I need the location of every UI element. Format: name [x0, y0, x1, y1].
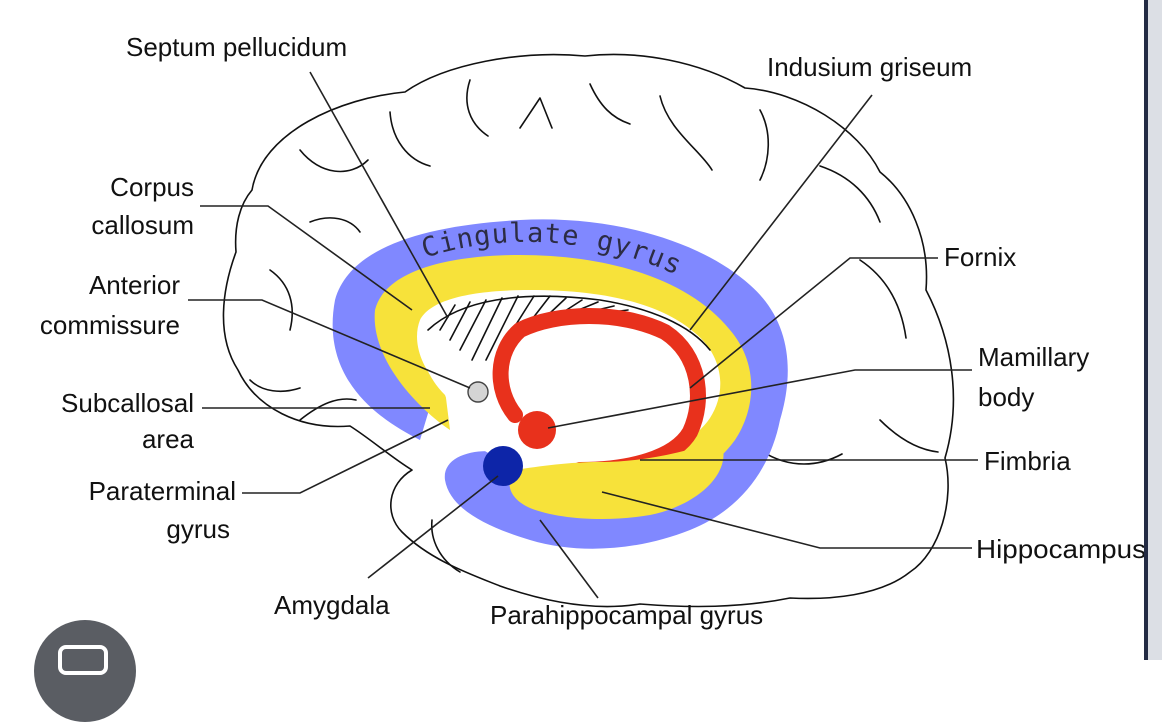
label-indusium-griseum: Indusium griseum	[767, 52, 972, 82]
label-subcallosal-area-line2: area	[142, 424, 195, 454]
leader-line	[689, 94, 873, 331]
leader-line	[539, 519, 599, 599]
sulcus-line	[389, 111, 431, 167]
label-mamillary-body-line2: body	[978, 382, 1034, 412]
label-subcallosal-area-line1: Subcallosal	[61, 388, 194, 418]
sulcus-line	[819, 165, 881, 223]
sulcus-line	[466, 79, 489, 137]
label-hippocampus: Hippocampus	[976, 534, 1146, 564]
leader-line	[242, 419, 449, 494]
sulcus-line	[299, 398, 357, 421]
leader-line	[601, 491, 972, 549]
leader-line	[200, 205, 413, 311]
leader-line	[689, 257, 938, 389]
sulcus-line	[430, 519, 461, 573]
amygdala-node	[483, 446, 523, 486]
sulcus-line	[759, 109, 770, 181]
camera-icon	[58, 645, 108, 675]
corpus-callosum-band	[374, 255, 752, 506]
leader-line	[547, 369, 972, 429]
sulcus-line	[309, 217, 361, 233]
label-septum-pellucidum: Septum pellucidum	[126, 32, 347, 62]
sulcus-line	[269, 269, 293, 331]
brain-outline	[222, 53, 955, 608]
label-mamillary-body-line1: Mamillary	[978, 342, 1089, 372]
sulcus-line	[589, 83, 631, 125]
label-fornix: Fornix	[944, 242, 1016, 272]
anterior-commissure-node	[467, 381, 489, 403]
label-parahippocampal-gyrus: Parahippocampal gyrus	[490, 600, 763, 630]
sulcus-line	[879, 419, 939, 453]
label-paraterminal-gyrus-line1: Paraterminal	[89, 476, 236, 506]
label-amygdala: Amygdala	[274, 590, 390, 620]
sulcus-line	[859, 259, 907, 339]
sulcus-line	[299, 149, 369, 173]
sulcus-line	[659, 95, 713, 171]
label-anterior-commissure-line2: commissure	[40, 310, 180, 340]
sulcus-line	[519, 97, 553, 129]
label-anterior-commissure-line1: Anterior	[89, 270, 180, 300]
leader-line	[309, 71, 449, 319]
leader-line	[188, 299, 471, 389]
label-fimbria: Fimbria	[984, 446, 1071, 476]
label-corpus-callosum-line1: Corpus	[110, 172, 194, 202]
window-right-edge	[1144, 0, 1162, 660]
leader-line	[367, 475, 499, 579]
cingulate-gyrus-band	[332, 219, 788, 549]
label-corpus-callosum-line2: callosum	[91, 210, 194, 240]
mamillary-body-node	[518, 411, 556, 449]
label-paraterminal-gyrus-line2: gyrus	[166, 514, 230, 544]
limbic-system-diagram: Cingulate gyrus Septum pellucidum Indusi…	[40, 32, 1146, 630]
inner-white-region	[421, 292, 714, 467]
sulcus-line	[249, 379, 301, 393]
sulcus-line	[759, 449, 843, 465]
fornix-arc	[492, 308, 706, 478]
